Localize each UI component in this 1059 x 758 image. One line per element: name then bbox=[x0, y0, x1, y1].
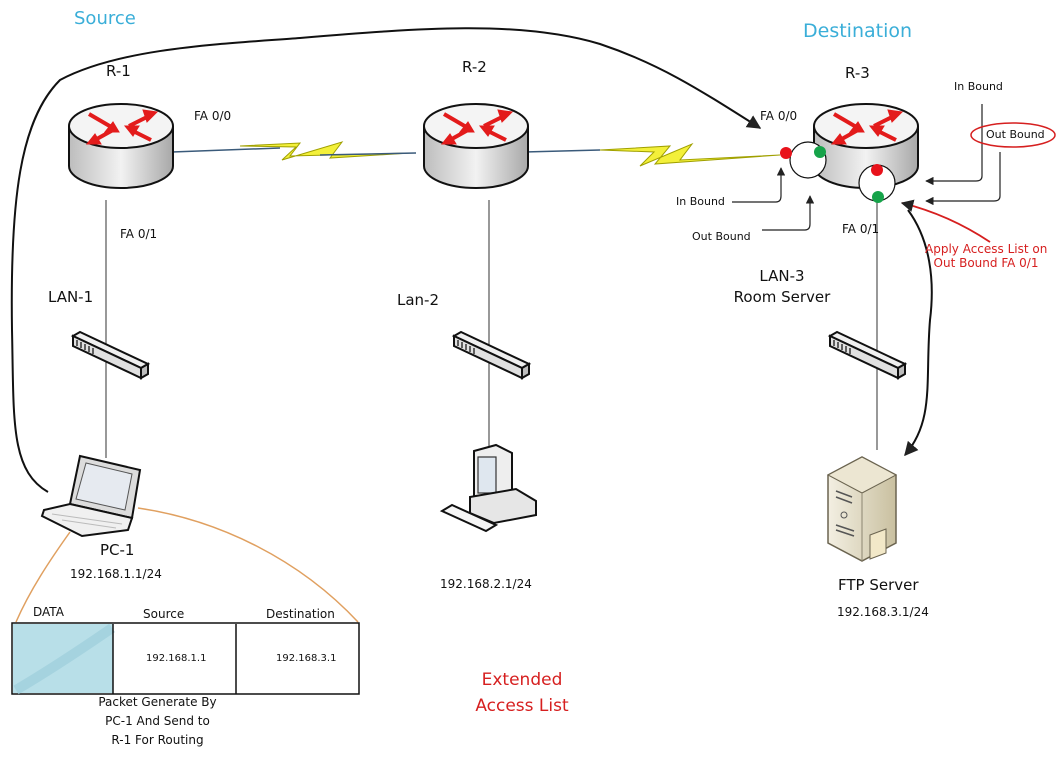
switch-lan2-icon bbox=[453, 331, 530, 379]
out-bound-highlight bbox=[970, 122, 1056, 148]
packet-header-data: DATA bbox=[33, 605, 64, 619]
lan3-label-line2: Room Server bbox=[733, 288, 831, 306]
apply-acl-line2: Out Bound FA 0/1 bbox=[933, 256, 1039, 270]
r1-fa00-label: FA 0/0 bbox=[194, 109, 232, 123]
lan3-label: LAN-3 Room Server bbox=[726, 266, 838, 308]
r3-fa00-label: FA 0/0 bbox=[760, 109, 798, 123]
apply-acl-arrow bbox=[900, 199, 991, 243]
r3-fa01-outbound-dot bbox=[872, 191, 884, 203]
r3-fa00-outbound-label: Out Bound bbox=[692, 230, 751, 243]
r3-fa01-label: FA 0/1 bbox=[842, 222, 880, 236]
pc1-label: PC-1 bbox=[100, 541, 135, 559]
pc2-ip-label: 192.168.2.1/24 bbox=[440, 577, 532, 591]
server-label: FTP Server bbox=[838, 576, 919, 594]
router-r2-label: R-2 bbox=[462, 58, 487, 76]
r1-fa01-label: FA 0/1 bbox=[120, 227, 158, 241]
apply-acl-note: Apply Access List on Out Bound FA 0/1 bbox=[925, 242, 1047, 270]
r3-fa01-inbound-dot bbox=[871, 164, 883, 176]
r3-fa00-inbound-dot bbox=[780, 147, 792, 159]
switch-lan3-icon bbox=[829, 331, 906, 379]
router-r1-label: R-1 bbox=[106, 62, 131, 80]
server-ip-label: 192.168.3.1/24 bbox=[837, 605, 929, 619]
router-r3-label: R-3 bbox=[845, 64, 870, 82]
packet-caption-line2: PC-1 And Send to bbox=[105, 714, 210, 728]
serial-link-r2-r3 bbox=[599, 142, 781, 167]
ftp-server-icon bbox=[826, 456, 898, 562]
laptop-pc1-icon bbox=[40, 454, 142, 538]
pc1-ip-label: 192.168.1.1/24 bbox=[70, 567, 162, 581]
lan1-label: LAN-1 bbox=[48, 288, 94, 306]
packet-source-ip: 192.168.1.1 bbox=[146, 653, 207, 664]
desktop-pc2-icon bbox=[439, 443, 537, 533]
lan3-label-line1: LAN-3 bbox=[759, 267, 805, 285]
acl-type-label: Extended Access List bbox=[462, 667, 582, 719]
router-r2-icon bbox=[422, 102, 530, 190]
destination-title: Destination bbox=[803, 20, 913, 42]
packet-header-source: Source bbox=[143, 607, 185, 621]
switch-lan1-icon bbox=[72, 331, 149, 379]
acl-type-line2: Access List bbox=[475, 696, 569, 716]
r3-fa00-inbound-label: In Bound bbox=[676, 195, 725, 208]
apply-acl-line1: Apply Access List on bbox=[925, 242, 1048, 256]
packet-caption-line1: Packet Generate By bbox=[98, 695, 217, 709]
packet-caption: Packet Generate By PC-1 And Send to R-1 … bbox=[80, 693, 235, 750]
r3-fa01-inbound-label: In Bound bbox=[954, 80, 1003, 93]
r3-fa01-outbound-label: Out Bound bbox=[986, 128, 1045, 141]
r3-to-server-path bbox=[904, 209, 933, 457]
packet-path-line bbox=[10, 27, 762, 493]
packet-destination-ip: 192.168.3.1 bbox=[276, 653, 337, 664]
serial-link-r1-r2 bbox=[239, 141, 411, 161]
lan2-label: Lan-2 bbox=[397, 291, 440, 309]
router-r1-icon bbox=[67, 102, 175, 190]
acl-type-line1: Extended bbox=[481, 670, 563, 690]
packet-caption-line3: R-1 For Routing bbox=[111, 733, 204, 747]
source-title: Source bbox=[74, 8, 136, 29]
packet-header-destination: Destination bbox=[266, 607, 335, 621]
r3-fa00-outbound-dot bbox=[814, 146, 826, 158]
